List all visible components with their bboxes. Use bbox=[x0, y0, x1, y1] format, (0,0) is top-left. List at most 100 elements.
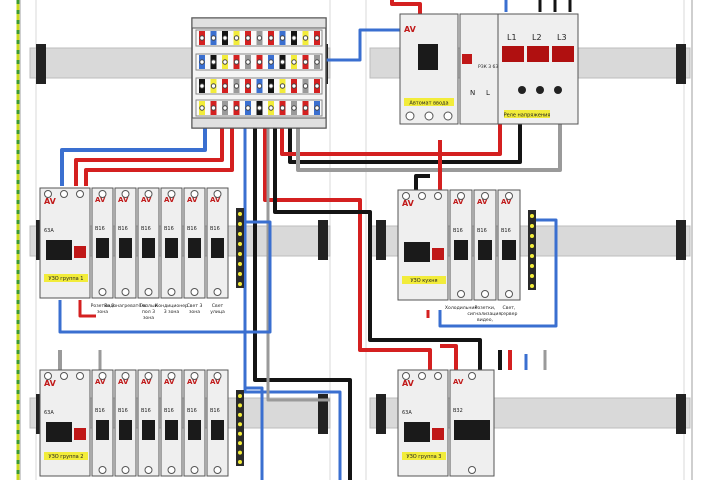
breaker-caption: пол 3 bbox=[142, 309, 155, 315]
terminal-screw bbox=[314, 83, 320, 89]
bus-screw bbox=[530, 244, 534, 248]
breaker-toggle bbox=[119, 420, 132, 440]
terminal-screw bbox=[60, 190, 68, 198]
breaker-toggle bbox=[142, 420, 155, 440]
breaker-rating: B16 bbox=[164, 408, 174, 414]
terminal-screw bbox=[443, 111, 453, 121]
brand-mark: AV bbox=[44, 379, 57, 388]
rail-mount bbox=[318, 220, 328, 260]
terminal-screw bbox=[245, 59, 251, 65]
brand-mark: AV bbox=[95, 196, 106, 204]
breaker-caption: Розетки, bbox=[475, 305, 496, 311]
bus-screw bbox=[238, 412, 242, 417]
wire-black bbox=[253, 128, 352, 480]
bus-screw bbox=[238, 441, 242, 446]
breaker-rating: B16 bbox=[187, 408, 197, 414]
neutral-bus bbox=[236, 390, 244, 466]
terminal-screw bbox=[190, 288, 199, 296]
terminal-screw bbox=[302, 59, 309, 65]
terminal-screw bbox=[190, 466, 199, 474]
terminal-screw bbox=[167, 372, 176, 380]
bus-screw bbox=[530, 234, 534, 238]
bus-screw bbox=[530, 214, 534, 218]
terminal-screw bbox=[121, 288, 130, 296]
breaker-rating: B16 bbox=[453, 228, 463, 234]
bus-screw bbox=[238, 212, 242, 216]
terminal-screw bbox=[144, 288, 153, 296]
relay-brand-box bbox=[462, 54, 472, 64]
breaker-caption: Свет, bbox=[503, 305, 516, 311]
bus-screw bbox=[238, 403, 242, 408]
bus-screw bbox=[238, 242, 242, 246]
terminal-screw bbox=[268, 35, 274, 41]
breaker-toggle bbox=[211, 420, 224, 440]
meter-label-l3: L3 bbox=[557, 33, 567, 42]
terminal-screw bbox=[279, 105, 286, 111]
brand-mark: AV bbox=[501, 198, 512, 206]
main-breaker-rating: 63A bbox=[44, 228, 54, 234]
bus-screw bbox=[238, 272, 242, 276]
breaker-rating: B32 bbox=[453, 408, 463, 414]
l-label: L bbox=[486, 89, 490, 97]
meter-knob bbox=[536, 86, 544, 94]
terminal-screw bbox=[418, 372, 426, 380]
rcd-caption-box bbox=[402, 276, 446, 284]
brand-mark: AV bbox=[187, 378, 198, 386]
breaker-caption: сигнализация, bbox=[467, 312, 503, 317]
brand-mark: AV bbox=[402, 379, 415, 388]
breaker-caption: Холодильник bbox=[445, 305, 477, 311]
brand-mark: AV bbox=[118, 196, 129, 204]
terminal-screw bbox=[268, 59, 274, 65]
breaker-caption: зона bbox=[189, 310, 200, 315]
terminal-screw bbox=[279, 83, 286, 89]
rcd-caption-box bbox=[402, 452, 446, 460]
brand-mark: AV bbox=[187, 196, 198, 204]
breaker-toggle bbox=[119, 238, 132, 258]
terminal-screw bbox=[199, 35, 205, 41]
brand-mark: AV bbox=[44, 197, 57, 206]
terminal-screw bbox=[302, 105, 309, 111]
rcd-test-button bbox=[74, 246, 86, 258]
terminal-screw bbox=[279, 35, 286, 41]
bus-screw bbox=[530, 224, 534, 228]
terminal-screw bbox=[468, 372, 476, 380]
terminal-screw bbox=[434, 192, 442, 200]
meter-knob bbox=[518, 86, 526, 94]
terminal-screw bbox=[481, 290, 489, 298]
wire-black bbox=[414, 174, 430, 190]
n-label: N bbox=[470, 89, 475, 97]
wire-black bbox=[273, 128, 482, 370]
main-breaker-rating: 63A bbox=[44, 410, 54, 416]
terminal-screw bbox=[210, 35, 217, 41]
breaker-toggle bbox=[454, 240, 468, 260]
terminal-screw bbox=[256, 105, 263, 111]
terminal-screw bbox=[210, 83, 217, 89]
terminal-screw bbox=[402, 372, 410, 380]
meter-display bbox=[527, 46, 549, 62]
rail-mount bbox=[676, 44, 686, 84]
breaker-caption: сервер bbox=[501, 312, 518, 317]
brand-mark: AV bbox=[404, 25, 417, 34]
breaker-caption: Автомат ввода bbox=[409, 101, 448, 107]
terminal-screw bbox=[144, 372, 153, 380]
rcd-text: РЗК 3 63А bbox=[478, 64, 502, 70]
breaker-rating: B16 bbox=[118, 226, 128, 232]
wire-red bbox=[84, 128, 234, 186]
terminal-screw bbox=[190, 372, 199, 380]
terminal-screw bbox=[121, 190, 130, 198]
rail-mount bbox=[676, 394, 686, 434]
terminal-screw bbox=[457, 192, 465, 200]
bus-screw bbox=[238, 450, 242, 455]
breaker-toggle bbox=[404, 422, 430, 442]
rcd-caption: УЗО группа 3 bbox=[407, 454, 442, 460]
wire-blue bbox=[60, 128, 207, 186]
bus-screw bbox=[238, 460, 242, 464]
terminal-screw bbox=[268, 105, 274, 111]
terminal-screw bbox=[76, 190, 84, 198]
terminal-screw bbox=[222, 35, 228, 41]
terminal-screw bbox=[245, 35, 251, 41]
